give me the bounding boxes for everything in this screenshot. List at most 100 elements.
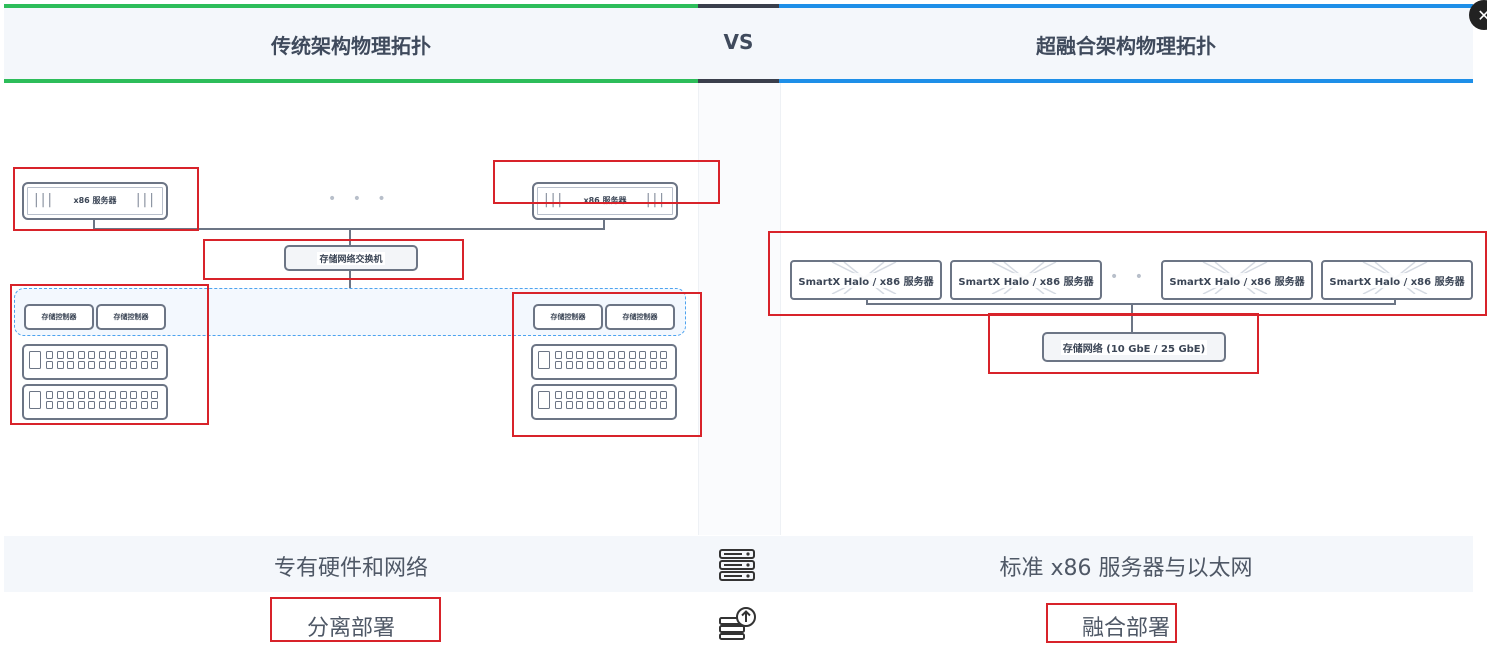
highlight-box-left-storage [10,284,209,425]
header-band [4,5,1473,83]
disk-slot [565,391,573,399]
smartx-halo-node: SmartX Halo / x86 服务器 [1161,260,1313,300]
node-label: SmartX Halo / x86 服务器 [1168,272,1306,288]
disk-slot [660,401,667,409]
disk-slot [565,351,573,359]
disk-slot [119,391,127,399]
disk-slot [597,401,604,409]
disk-slot [46,361,53,369]
highlight-box-network [988,313,1259,374]
row-2-right: 融合部署 [1081,616,1170,641]
disk-slot [46,401,53,409]
disk-slot [639,401,646,409]
disk-slot [88,401,95,409]
disk-shelf [22,384,168,420]
disk-slot [77,361,85,369]
node-drop-1 [866,296,868,305]
switch-down-line [349,268,351,294]
vent-icon: ||| [135,192,156,208]
row-1-right: 标准 x86 服务器与以太网 [999,556,1253,581]
disk-slot [597,361,604,369]
disk-slot [586,351,594,359]
disk-slot [151,391,158,399]
disk-slot [649,391,657,399]
right-accent-bottom [779,79,1473,83]
disk-slot [109,391,116,399]
disk-slot [88,351,95,359]
disk-slot [576,351,583,359]
disk-slot [628,361,636,369]
disk-slot [109,401,116,409]
drive-bay-icon [29,351,41,369]
disk-slot [649,351,657,359]
disk-slot [56,401,64,409]
highlight-box-switch [203,239,464,280]
storage-controller: 存储控制器 [96,304,166,330]
disk-slot [649,361,657,369]
center-accent-top [698,4,779,8]
disk-slot [639,361,646,369]
disk-slot [607,361,615,369]
disk-slot [56,391,64,399]
row-1-left: 专有硬件和网络 [273,556,428,581]
disk-slot [67,361,74,369]
x86-server-left: ||| x86 服务器 ||| [22,182,168,220]
network-up-line [1131,304,1133,332]
disk-slot [119,401,127,409]
disk-slot [56,361,64,369]
disk-slot [140,391,148,399]
disk-slot [88,391,95,399]
smartx-halo-node: SmartX Halo / x86 服务器 [1321,260,1473,300]
disk-slot [109,361,116,369]
disk-slot [67,391,74,399]
close-icon[interactable]: ✕ [1469,0,1487,30]
controller-label: 存储控制器 [113,313,149,321]
disk-slot [586,361,594,369]
row-2-left: 分离部署 [306,616,395,641]
disk-slot [576,401,583,409]
highlight-box-right-server [493,160,720,204]
disk-slot [98,361,106,369]
disk-slot [597,391,604,399]
disk-shelf [22,344,168,380]
disk-slot [618,391,625,399]
disk-slot [555,401,562,409]
drive-bay-icon [538,351,550,369]
highlight-box-left-server [13,167,199,231]
right-title: 超融合架构物理拓扑 [1036,34,1216,58]
disk-slot [639,391,646,399]
highlight-box-halo-nodes [768,231,1487,316]
disk-slot [618,401,625,409]
disk-slot [109,351,116,359]
disk-slot [140,351,148,359]
server-label: x86 服务器 [73,196,117,205]
disk-slot [77,401,85,409]
disk-slot [618,351,625,359]
disk-slot [576,391,583,399]
switch-up-line [349,229,351,245]
left-accent-bottom [4,79,698,83]
smartx-halo-node: SmartX Halo / x86 服务器 [950,260,1102,300]
center-divider-column [698,83,781,535]
vent-icon: ||| [34,192,55,208]
disk-shelf [531,344,677,380]
drive-bay-icon [29,391,41,409]
ellipsis: • • • [328,191,392,207]
disk-slot [555,351,562,359]
disk-slot [607,391,615,399]
disk-slot [130,401,137,409]
disk-slot [565,401,573,409]
disk-slot [46,391,53,399]
disk-slot [67,351,74,359]
disk-slot [46,351,53,359]
highlight-box-separate-deploy [270,597,441,642]
center-accent-bottom [698,79,779,83]
node-drop-4 [1394,296,1396,305]
storage-controller: 存储控制器 [24,304,94,330]
node-label: SmartX Halo / x86 服务器 [957,272,1095,288]
disk-slot [98,351,106,359]
disk-slot [130,351,137,359]
network-label: 存储网络 (10 GbE / 25 GbE) [1060,339,1208,355]
disk-slot [586,401,594,409]
disk-slot [67,401,74,409]
